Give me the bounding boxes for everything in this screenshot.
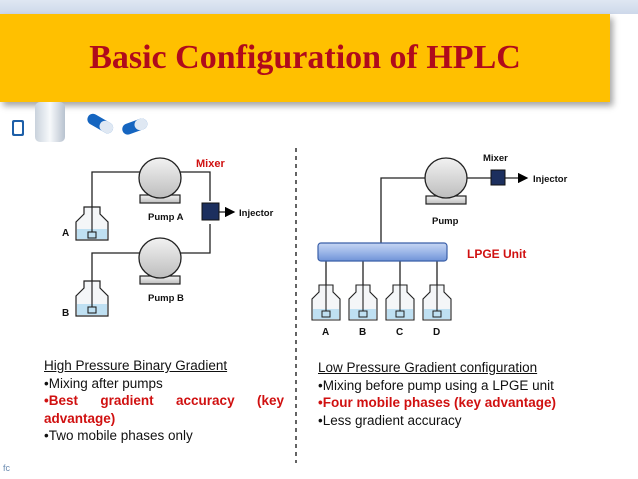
mixer-label-left: Mixer [196,158,225,170]
top-band [0,0,638,14]
title-bar [0,14,610,102]
left-bullet-2: •Best gradient accuracy (key advantage) [44,393,284,426]
pump-a-label: Pump A [148,212,184,223]
mixer-label-right: Mixer [483,153,508,164]
slide-title: Basic Configuration of HPLC [89,39,521,76]
lpge-label: LPGE Unit [467,247,526,261]
left-bullet-1: •Mixing after pumps [44,375,163,391]
reservoir-a-label: A [62,228,69,239]
reservoir-right-b [348,284,378,321]
left-heading: High Pressure Binary Gradient [44,358,228,373]
pump-a [138,157,182,204]
line-a [91,171,140,207]
reservoir-right-a [311,284,341,321]
footer-mark: fc [3,463,11,473]
left-description: High Pressure Binary Gradient •Mixing af… [44,357,284,445]
reservoir-right-c [385,284,415,321]
reservoir-b [75,280,109,317]
line-b-to-mixer [180,224,211,254]
mixer-block-left [201,202,220,221]
pump-b-label: Pump B [148,293,184,304]
reservoir-a [75,206,109,241]
capsule-icon [87,113,148,135]
pump-b [138,237,182,285]
reservoir-label-a: A [322,327,329,338]
injector-label-left: Injector [239,208,274,219]
right-bullet-1: •Mixing before pump using a LPGE unit [318,377,554,393]
line-b [91,252,140,281]
right-heading: Low Pressure Gradient configuration [318,360,538,375]
right-bullet-2: •Four mobile phases (key advantage) [318,395,557,411]
injector-label-right: Injector [533,174,568,185]
reservoir-label-c: C [396,327,403,338]
left-diagram [91,171,236,281]
mixer-block-right [490,169,506,186]
reservoir-b-label: B [62,308,69,319]
lpge-unit [317,242,448,262]
right-description: Low Pressure Gradient configuration •Mix… [318,359,618,429]
reservoir-label-b: B [359,327,366,338]
flask-icon [12,102,65,142]
pump-label-right: Pump [432,216,459,227]
right-diagram [325,172,529,285]
reservoir-right-d [422,284,452,321]
pump-right [424,157,468,205]
line-lpge-to-pump [380,177,425,243]
line-a-to-mixer [180,171,211,201]
reservoir-label-d: D [433,327,440,338]
decoration-strip [12,102,148,142]
right-bullet-3: •Less gradient accuracy [318,412,462,428]
left-bullet-3: •Two mobile phases only [44,428,193,444]
